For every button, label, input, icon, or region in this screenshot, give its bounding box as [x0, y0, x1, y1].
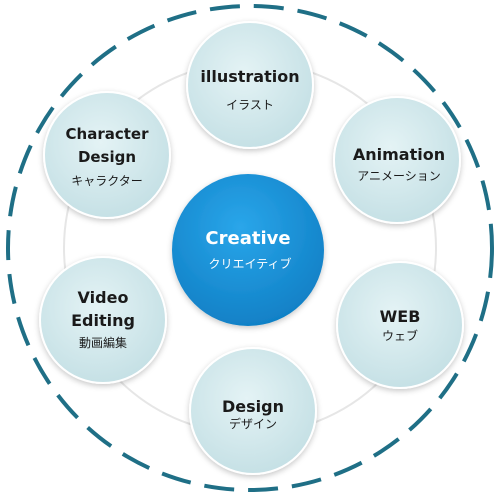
node-illustration: illustration イラスト [186, 21, 314, 149]
node-design-subtitle: デザイン [229, 416, 277, 431]
node-video-editing-title-line2: Editing [71, 311, 135, 330]
node-illustration-subtitle: イラスト [226, 98, 274, 112]
node-video-editing-subtitle: 動画編集 [79, 335, 127, 350]
center-node-title: Creative [205, 228, 290, 249]
node-character-design-subtitle: キャラクター [71, 174, 143, 188]
node-illustration-circle [186, 21, 314, 149]
node-design-circle [189, 347, 317, 475]
node-video-editing-circle [39, 256, 167, 384]
node-animation-circle [333, 96, 461, 224]
node-character-design-circle [43, 91, 171, 219]
node-video-editing-title-line1: Video [78, 288, 129, 307]
node-character-design-title-line2: Design [78, 148, 136, 166]
node-design: Design デザイン [189, 347, 317, 475]
node-web-circle [336, 261, 464, 389]
node-web-title: WEB [380, 307, 421, 326]
node-animation-subtitle: アニメーション [357, 169, 441, 183]
node-web-subtitle: ウェブ [382, 328, 418, 343]
center-node: Creative クリエイティブ [172, 174, 324, 326]
node-video-editing: Video Editing 動画編集 [39, 256, 167, 384]
node-animation-title: Animation [353, 145, 445, 164]
node-design-title: Design [222, 397, 284, 416]
node-character-design: Character Design キャラクター [43, 91, 171, 219]
node-animation: Animation アニメーション [333, 96, 461, 224]
node-character-design-title-line1: Character [66, 125, 150, 143]
center-node-subtitle: クリエイティブ [208, 256, 291, 271]
node-illustration-title: illustration [200, 67, 299, 86]
node-web: WEB ウェブ [336, 261, 464, 389]
outer-dashed-ring [6, 4, 494, 492]
center-node-circle [172, 174, 324, 326]
